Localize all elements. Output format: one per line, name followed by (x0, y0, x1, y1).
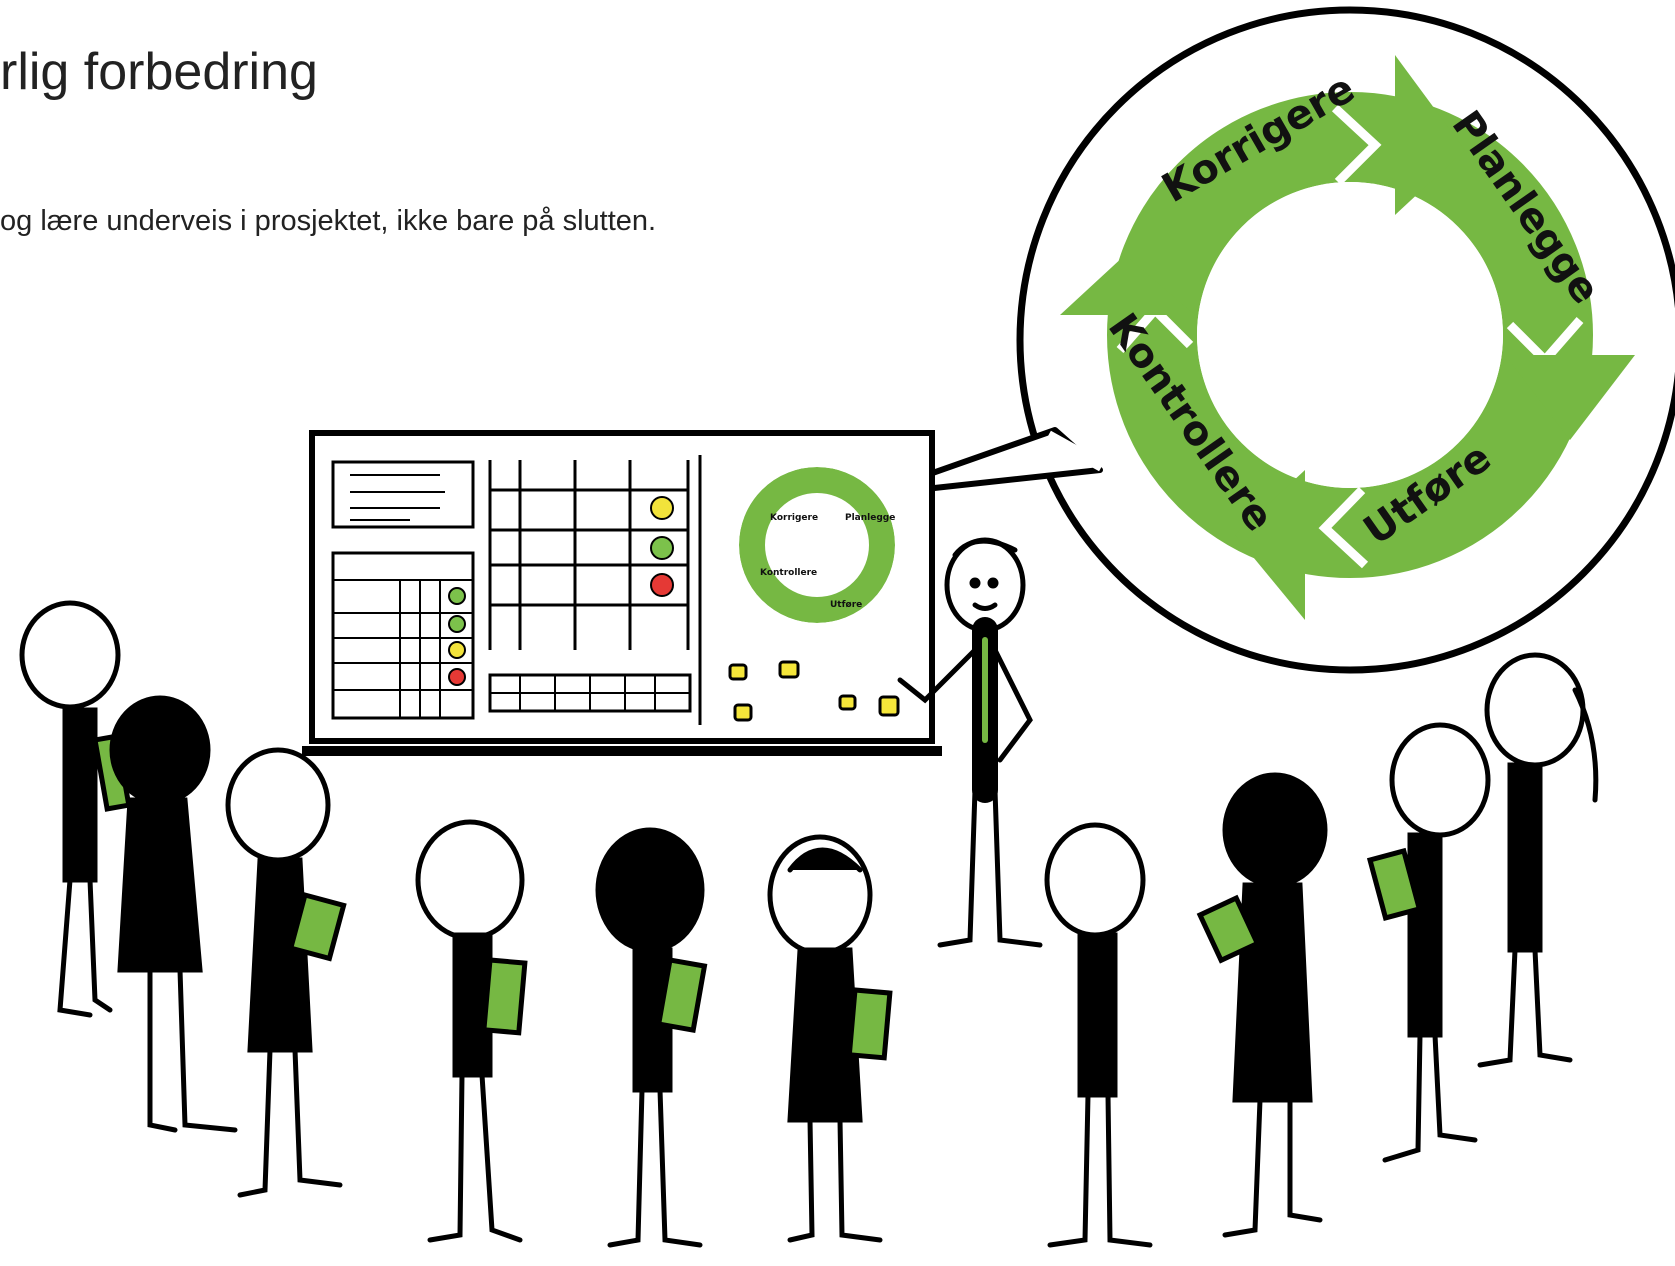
small-cycle-label-utfore: Utføre (830, 600, 862, 610)
status-faces (650, 496, 674, 597)
status-dots-left (448, 587, 466, 686)
audience-person-7 (1044, 822, 1153, 1248)
small-cycle-label-kontrollere: Kontrollere (760, 568, 817, 578)
audience-person-9 (1366, 722, 1491, 1163)
small-cycle-diagram: Korrigere Planlegge Utføre Kontrollere (737, 465, 897, 625)
audience-person-1 (19, 600, 132, 1018)
whiteboard: Korrigere Planlegge Utføre Kontrollere (302, 430, 942, 756)
audience-person-3 (225, 747, 347, 1198)
slide-subtitle: og lære underveis i prosjektet, ikke bar… (0, 205, 657, 237)
slide-title: rlig forbedring (0, 43, 318, 101)
small-cycle-label-korrigere: Korrigere (770, 513, 818, 523)
audience-person-8 (1196, 772, 1328, 1238)
audience-person-4 (415, 819, 528, 1243)
audience-person-10 (1477, 652, 1599, 1068)
audience (19, 600, 1599, 1248)
presenter-figure (897, 537, 1043, 948)
audience-person-6 (767, 834, 893, 1243)
audience-person-5 (595, 827, 708, 1248)
audience-person-2 (109, 695, 238, 1133)
small-cycle-label-planlegge: Planlegge (845, 513, 895, 523)
sticky-notes (728, 660, 900, 722)
